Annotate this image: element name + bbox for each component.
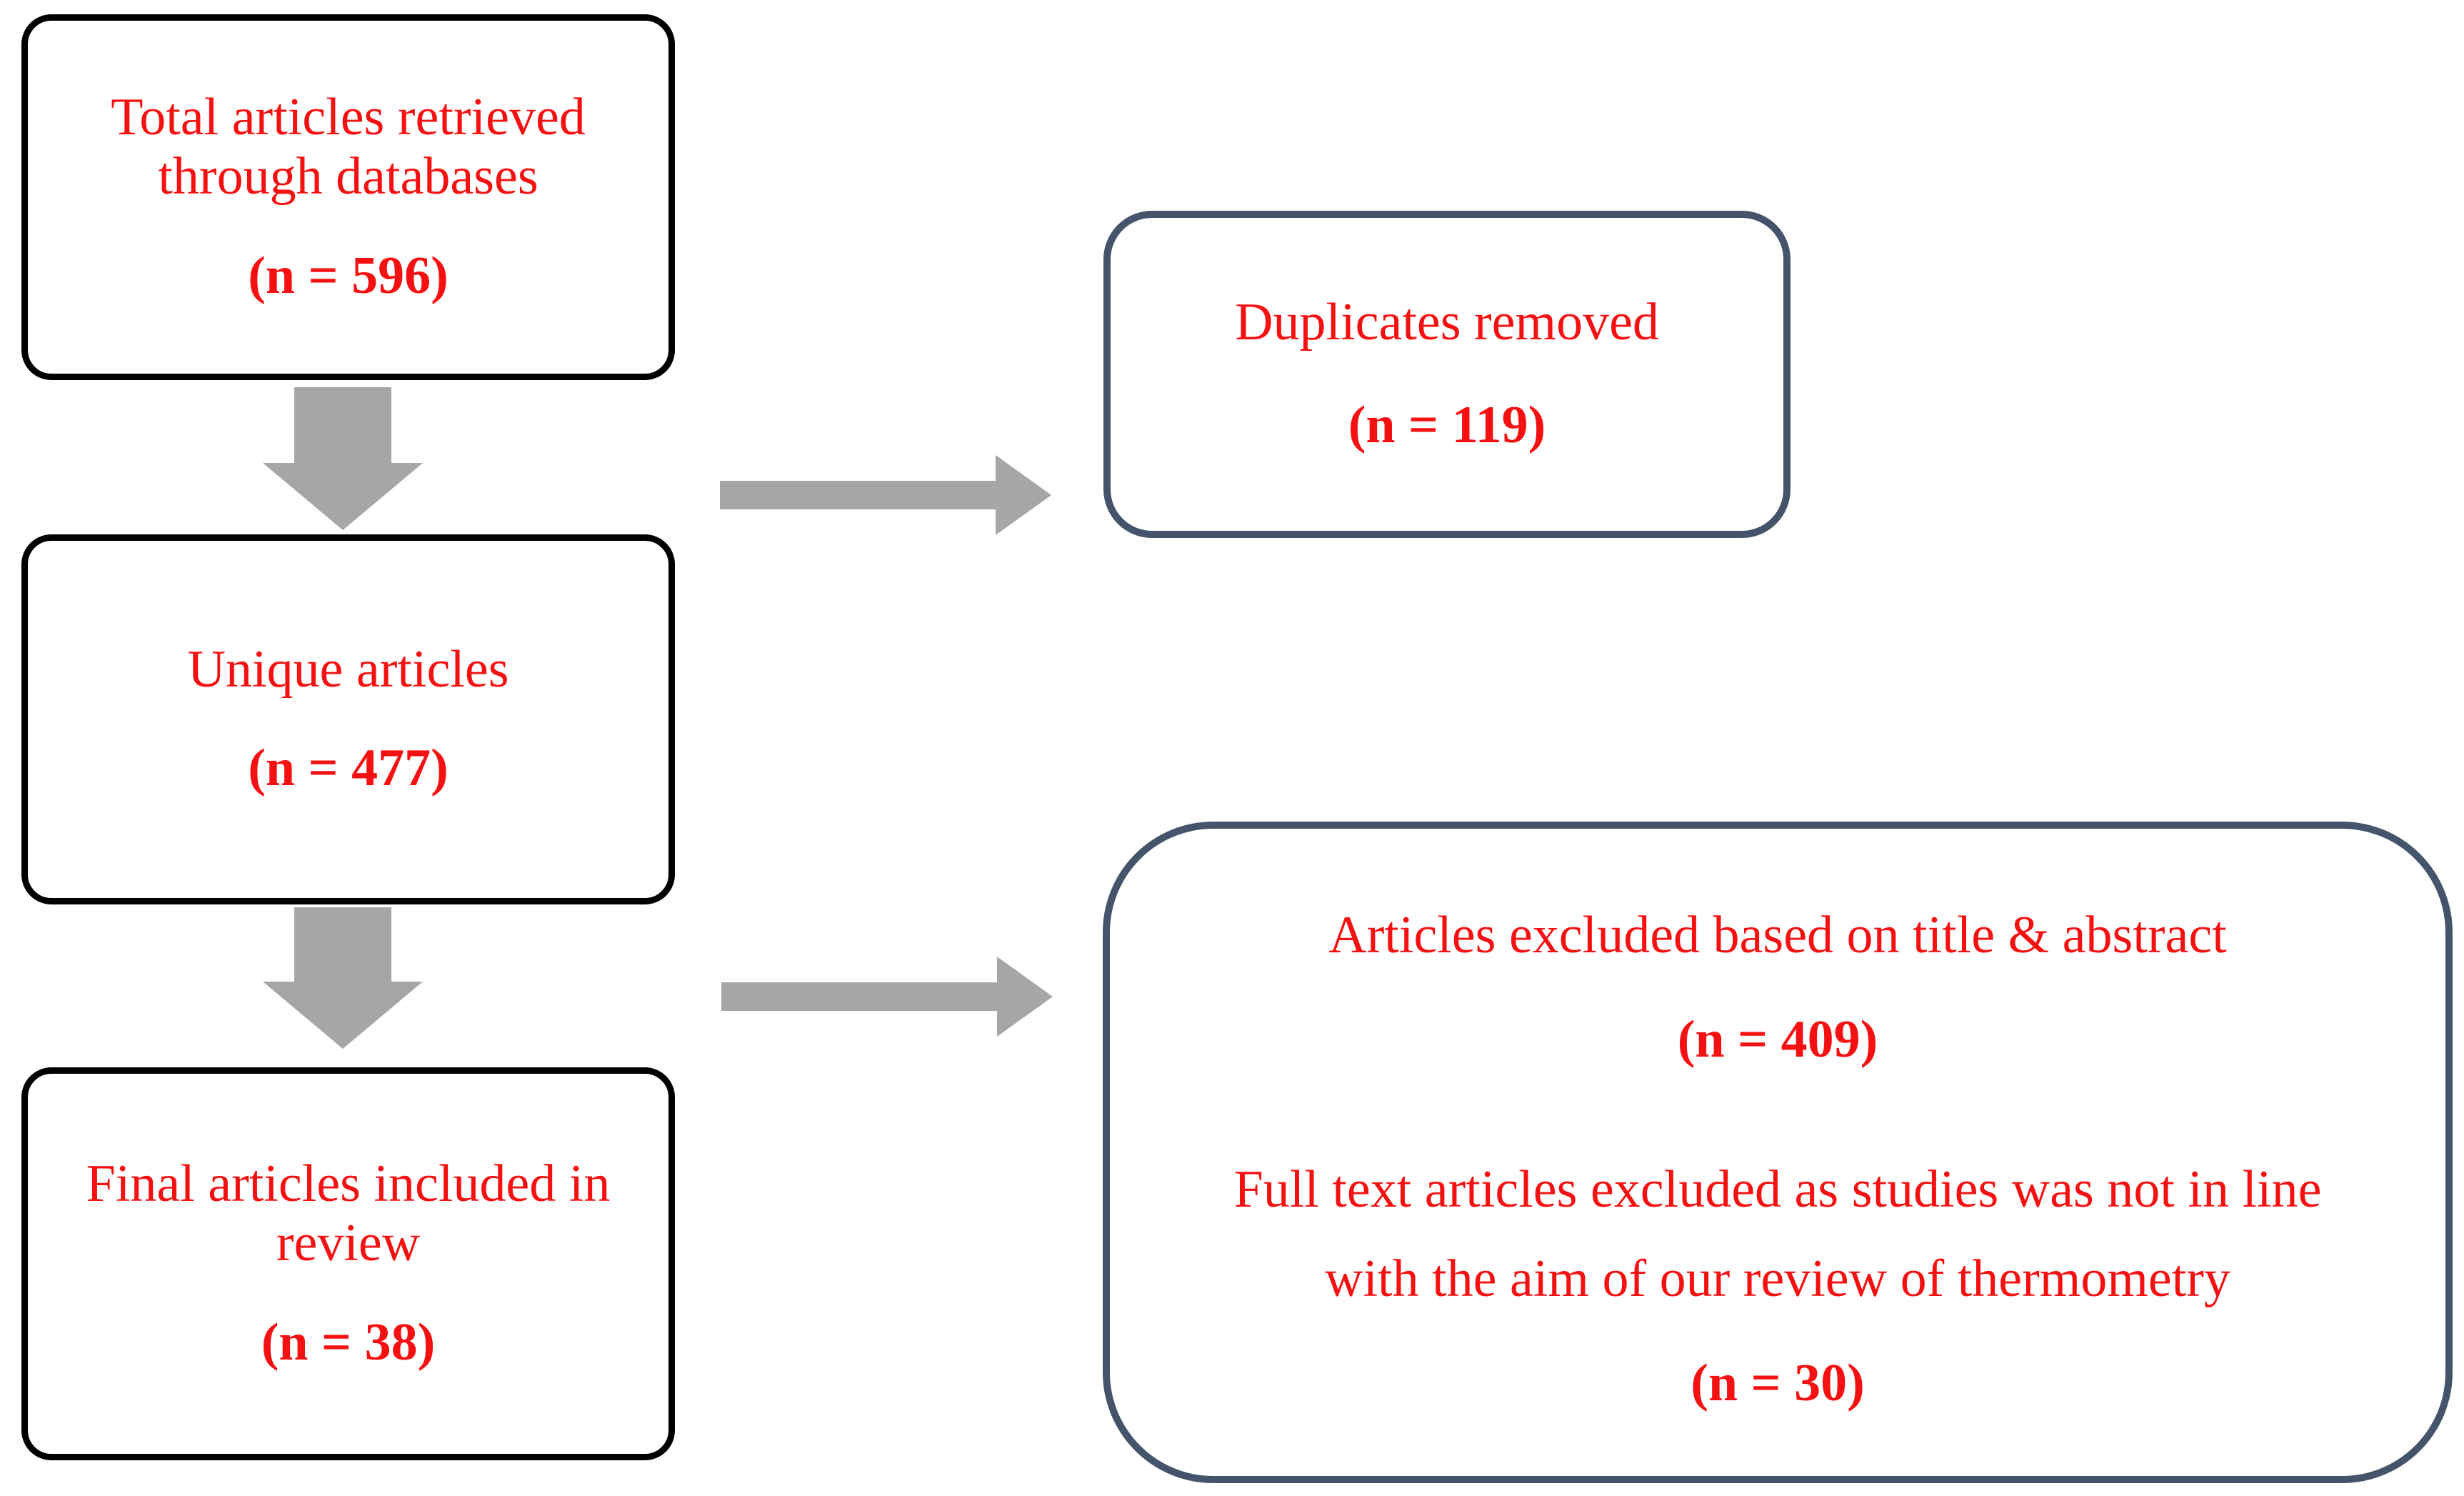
box-final-included-label: Final articles included in review — [86, 1155, 611, 1272]
box-duplicates-removed-count: (n = 119) — [1348, 395, 1546, 454]
excluded-title-abstract-section: Articles excluded based on title & abstr… — [1328, 891, 2227, 1070]
excluded-title-abstract-count: (n = 409) — [1677, 1009, 1878, 1069]
right-arrow-to-duplicates — [720, 455, 1051, 535]
right-arrow-to-excluded — [721, 957, 1053, 1037]
box-duplicates-removed-label: Duplicates removed — [1235, 293, 1659, 352]
down-arrow-total-to-unique — [263, 387, 423, 530]
box-total-retrieved-count: (n = 596) — [248, 246, 449, 305]
box-total-retrieved-label: Total articles retrieved through databas… — [111, 88, 586, 206]
box-final-included: Final articles included in review (n = 3… — [21, 1067, 675, 1460]
box-unique-articles: Unique articles (n = 477) — [21, 534, 675, 904]
excluded-title-abstract-label: Articles excluded based on title & abstr… — [1328, 905, 2227, 964]
box-unique-articles-count: (n = 477) — [248, 739, 449, 798]
excluded-fulltext-section: Full text articles excluded as studies w… — [1192, 1145, 2363, 1415]
box-unique-articles-label: Unique articles — [187, 639, 509, 699]
box-final-included-count: (n = 38) — [261, 1312, 436, 1372]
box-articles-excluded: Articles excluded based on title & abstr… — [1103, 822, 2453, 1483]
down-arrow-unique-to-final — [263, 907, 423, 1049]
box-duplicates-removed: Duplicates removed (n = 119) — [1103, 211, 1791, 538]
excluded-fulltext-label: Full text articles excluded as studies w… — [1233, 1160, 2322, 1309]
excluded-fulltext-count: (n = 30) — [1691, 1354, 1865, 1413]
box-total-retrieved: Total articles retrieved through databas… — [21, 14, 675, 380]
